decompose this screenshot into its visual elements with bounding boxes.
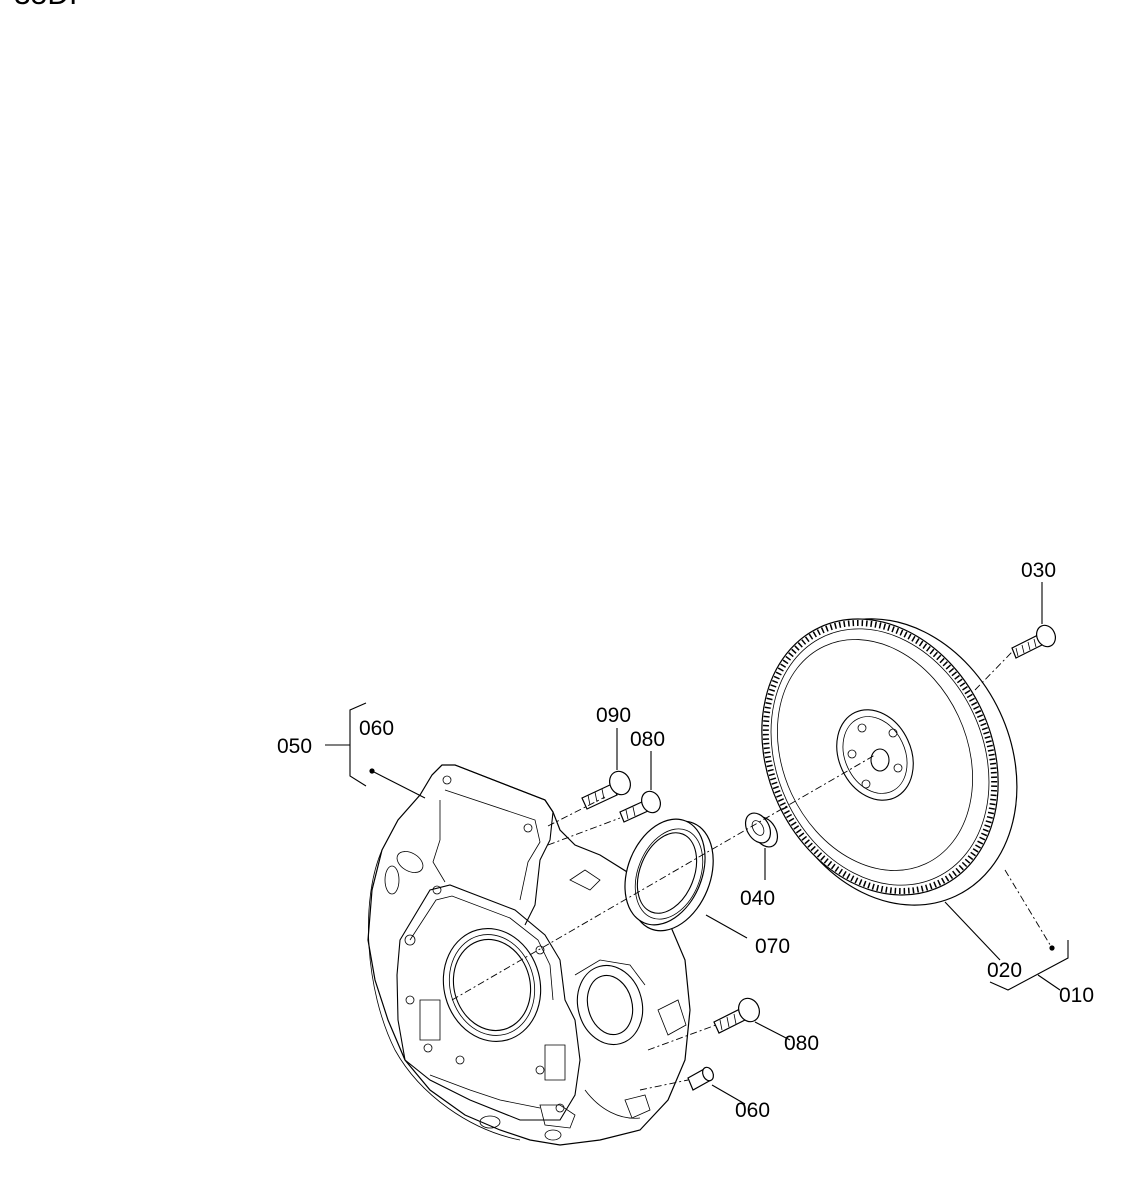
callout-060-top: 060 [359,717,394,740]
leader-lines [325,582,1069,1105]
callout-010: 010 [1059,984,1094,1007]
callout-080-top: 080 [630,728,665,751]
pilot-bearing[interactable] [740,809,782,852]
callout-020: 020 [987,959,1022,982]
dowel-pin[interactable] [687,1066,715,1091]
callout-080-bottom: 080 [784,1032,819,1055]
callout-090: 090 [596,704,631,727]
callout-050: 050 [277,735,312,758]
oil-seal[interactable] [610,807,728,943]
flywheel-housing[interactable] [367,764,691,1146]
callout-060-bottom: 060 [735,1099,770,1122]
housing-bolt-080-top[interactable] [619,788,664,823]
callout-070: 070 [755,935,790,958]
flywheel-bolt[interactable] [1011,622,1059,659]
housing-bolt-080-bottom[interactable] [713,995,763,1034]
flywheel[interactable] [718,578,1062,946]
assembly-axes [451,651,1053,1091]
page-title: 35DI [14,0,77,12]
callout-030: 030 [1021,559,1056,582]
callout-040: 040 [740,887,775,910]
housing-bolt-090[interactable] [581,768,634,810]
